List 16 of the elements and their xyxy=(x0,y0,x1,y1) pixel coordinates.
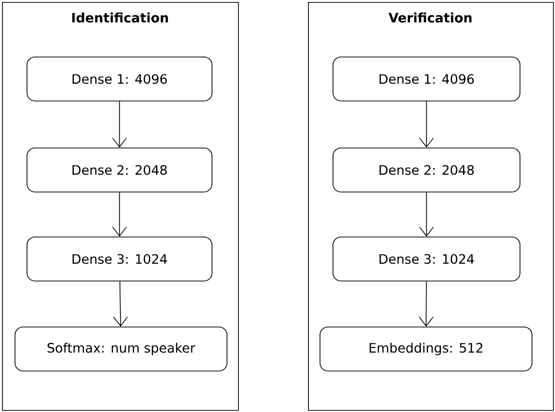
layer-box: Dense 3: 1024 xyxy=(332,236,520,282)
arrow xyxy=(112,101,127,148)
panel-title: Identification xyxy=(72,12,168,23)
arrow xyxy=(113,281,128,327)
arrow xyxy=(419,101,434,148)
arrow xyxy=(419,192,434,237)
arrow xyxy=(112,192,127,237)
panel-title: Verification xyxy=(388,12,472,23)
layer-box: Dense 2: 2048 xyxy=(332,148,520,192)
layer-box: Dense 2: 2048 xyxy=(26,148,212,192)
layer-box: Dense 1: 4096 xyxy=(332,56,520,102)
arrow xyxy=(418,281,434,327)
layer-box: Softmax: num speaker xyxy=(14,326,228,372)
layer-box: Embeddings: 512 xyxy=(320,326,532,372)
layer-box: Dense 3: 1024 xyxy=(26,236,212,282)
layer-box: Dense 1: 4096 xyxy=(26,56,212,102)
